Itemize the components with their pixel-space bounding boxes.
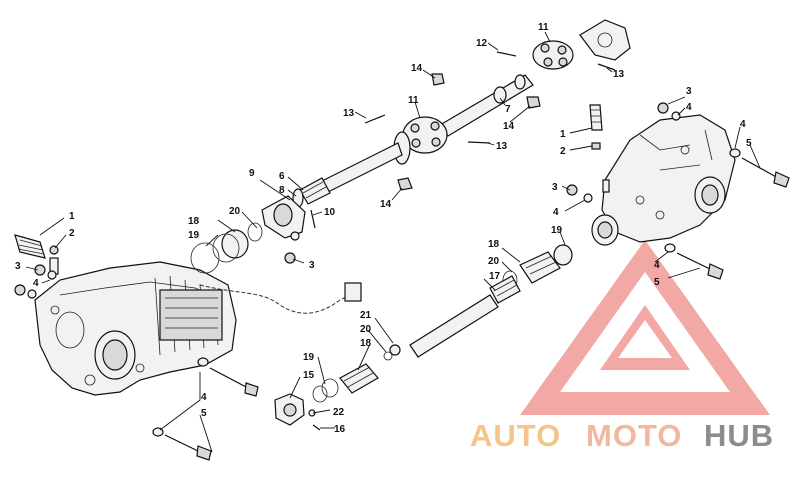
callout-1-right: 1: [560, 129, 566, 140]
callout-14-top: 14: [411, 63, 423, 74]
callout-15: 15: [303, 370, 315, 381]
leader-lines: [25, 31, 761, 453]
callout-20-lower-right: 20: [488, 256, 500, 267]
callout-19-lower: 19: [303, 352, 315, 363]
callout-14-right: 14: [503, 121, 515, 132]
callout-5-lower-left: 5: [201, 408, 207, 419]
callout-4-right-top: 4: [686, 102, 692, 113]
front-gearbox-housing: [34, 261, 237, 396]
breather-hose-right: [589, 104, 610, 193]
callout-11-top: 11: [538, 22, 549, 33]
callout-8: 8: [279, 185, 285, 196]
watermark-text: AUTO MOTO HUB: [470, 418, 774, 453]
callout-12: 12: [476, 38, 488, 49]
callout-4-right: 4: [740, 119, 746, 130]
callout-9: 9: [249, 168, 255, 179]
callout-3-right-mid: 3: [552, 182, 558, 193]
watermark-logo: [520, 240, 770, 415]
callout-2-right: 2: [560, 146, 566, 157]
callout-20-lower: 20: [360, 324, 372, 335]
callout-11-mid: 11: [408, 95, 419, 106]
left-mount-bolts: [152, 357, 259, 461]
callout-4-left: 4: [33, 278, 39, 289]
upper-propshaft: [292, 19, 631, 208]
watermark-auto: AUTO: [470, 418, 561, 453]
callout-18-lower: 18: [360, 338, 372, 349]
callout-22: 22: [333, 407, 345, 418]
wire-harness: [199, 284, 351, 314]
callout-18-lower-right: 18: [488, 239, 500, 250]
callout-3-right-top: 3: [686, 86, 692, 97]
breather-hose-left: [14, 234, 59, 275]
left-fasteners: [14, 264, 57, 299]
watermark-hub: HUB: [704, 418, 774, 453]
callout-7: 7: [505, 104, 511, 115]
callout-16: 16: [334, 424, 346, 435]
callout-17: 17: [489, 271, 501, 282]
lower-driveshaft: [274, 244, 573, 431]
callout-4-right-low: 4: [654, 260, 660, 271]
rear-differential-housing: [591, 114, 736, 246]
callout-6: 6: [279, 171, 285, 182]
watermark-moto: MOTO: [586, 418, 682, 453]
callout-3-mid: 3: [309, 260, 315, 271]
callout-labels: 1 2 3 4 4 5 9 18 19 20 6 8 10 3 13 11 14…: [15, 22, 752, 435]
callout-14-lower: 14: [380, 199, 392, 210]
connector: [344, 282, 362, 302]
callout-3-left: 3: [15, 261, 21, 272]
callout-20-upper: 20: [229, 206, 241, 217]
callout-18-upper: 18: [188, 216, 200, 227]
right-fasteners: [566, 102, 790, 280]
callout-4-right-mid: 4: [553, 207, 559, 218]
callout-13-left: 13: [343, 108, 355, 119]
callout-5-right: 5: [746, 138, 752, 149]
callout-5-right-low: 5: [654, 277, 660, 288]
callout-19-upper: 19: [188, 230, 200, 241]
callout-2-left: 2: [69, 228, 75, 239]
callout-19-lower-right: 19: [551, 225, 563, 236]
callout-13-mid: 13: [496, 141, 508, 152]
callout-13-right: 13: [613, 69, 625, 80]
callout-1-left: 1: [69, 211, 75, 222]
callout-21: 21: [360, 310, 372, 321]
callout-10: 10: [324, 207, 336, 218]
callout-4-lower-left: 4: [201, 392, 207, 403]
carrier-bearing-group: [190, 195, 316, 274]
